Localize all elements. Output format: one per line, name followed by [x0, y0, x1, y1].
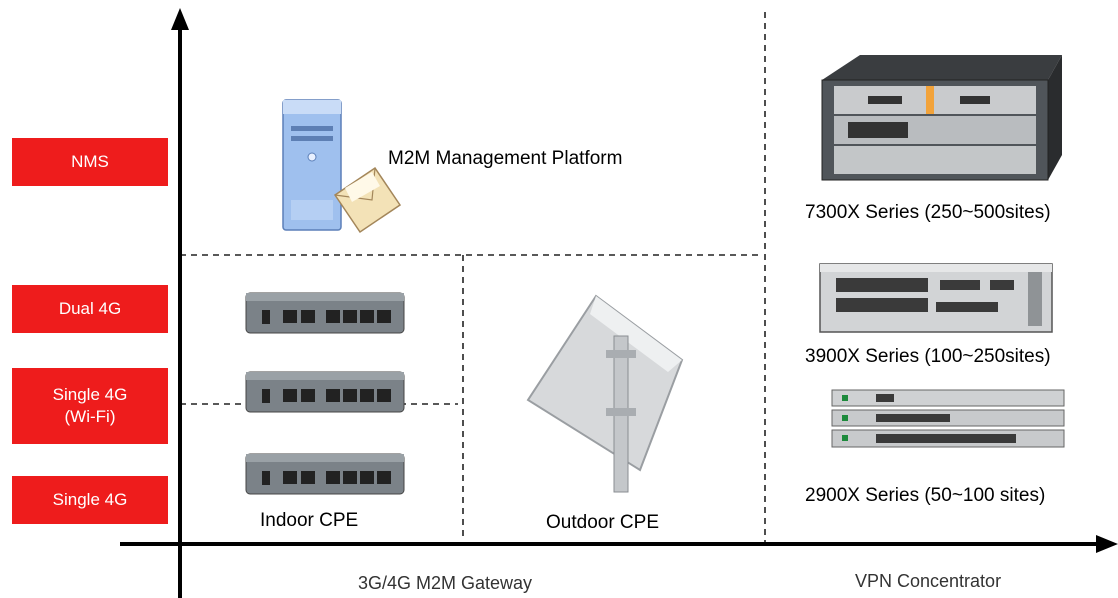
badge-single-4g-wifi-line2: (Wi-Fi) — [64, 407, 116, 426]
indoor-router-icon-3 — [245, 453, 405, 495]
outdoor-cpe-label: Outdoor CPE — [546, 512, 659, 533]
server-with-envelope-icon — [282, 99, 402, 234]
badge-single-4g-wifi: Single 4G (Wi-Fi) — [12, 368, 168, 444]
badge-dual-4g-label: Dual 4G — [58, 299, 122, 318]
series-3900-label: 3900X Series (100~250sites) — [805, 346, 1051, 367]
stacked-switch-icon — [831, 389, 1065, 448]
indoor-router-icon-1 — [245, 292, 405, 334]
badge-single-4g-wifi-line1: Single 4G — [52, 385, 128, 404]
series-2900-label: 2900X Series (50~100 sites) — [805, 485, 1046, 506]
platform-title: M2M Management Platform — [388, 148, 623, 169]
x-axis-label-gateway: 3G/4G M2M Gateway — [358, 573, 533, 593]
x-axis-arrow-icon — [1096, 535, 1118, 553]
switch-chassis-icon — [819, 263, 1053, 333]
outdoor-cpe-icon — [526, 294, 684, 493]
rack-chassis-icon — [821, 55, 1062, 181]
x-axis-label-vpn: VPN Concentrator — [855, 571, 1002, 591]
series-7300-label: 7300X Series (250~500sites) — [805, 202, 1051, 223]
indoor-cpe-label: Indoor CPE — [260, 510, 359, 531]
indoor-router-icon-2 — [245, 371, 405, 413]
y-axis-arrow-icon — [171, 8, 189, 30]
badge-nms: NMS — [12, 138, 168, 186]
badge-nms-label: NMS — [71, 152, 109, 171]
badge-single-4g: Single 4G — [12, 476, 168, 524]
badge-dual-4g: Dual 4G — [12, 285, 168, 333]
badge-single-4g-label: Single 4G — [52, 490, 128, 509]
